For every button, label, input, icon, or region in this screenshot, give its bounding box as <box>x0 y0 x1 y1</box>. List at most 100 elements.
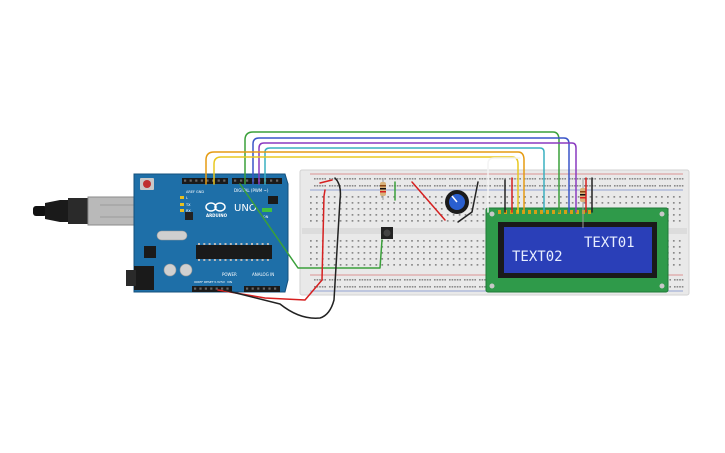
v33-label: 3.3V <box>214 280 222 284</box>
digital-header-1 <box>182 178 228 184</box>
breadboard-hole <box>409 185 411 187</box>
reset-button-cap[interactable] <box>143 180 151 188</box>
breadboard-hole <box>636 185 639 187</box>
breadboard-hole <box>363 214 366 216</box>
breadboard-hole <box>327 220 330 222</box>
breadboard-hole <box>324 286 326 288</box>
breadboard-hole <box>530 196 532 198</box>
breadboard-hole <box>594 185 596 187</box>
breadboard-hole <box>553 202 556 204</box>
breadboard-hole <box>344 178 346 180</box>
breadboard-hole <box>351 258 354 260</box>
breadboard-hole <box>345 196 348 198</box>
breadboard-hole <box>333 214 336 216</box>
breadboard-hole <box>609 185 611 187</box>
breadboard-hole <box>672 220 675 222</box>
breadboard-hole <box>614 185 616 187</box>
breadboard-hole <box>466 279 469 281</box>
breadboard-hole <box>344 286 346 288</box>
breadboard-hole <box>614 178 616 180</box>
breadboard-hole <box>471 178 474 180</box>
breadboard-hole <box>595 202 598 204</box>
breadboard-hole <box>369 196 372 198</box>
breadboard-hole <box>423 258 425 260</box>
breadboard-hole <box>643 196 645 198</box>
breadboard-hole <box>411 196 413 198</box>
breadboard-hole <box>310 208 312 210</box>
digital-pin <box>240 179 243 182</box>
breadboard-hole <box>469 286 471 288</box>
breadboard-hole <box>449 178 451 180</box>
push-button[interactable] <box>381 227 393 239</box>
breadboard-hole <box>440 220 443 222</box>
breadboard-hole <box>417 202 419 204</box>
breadboard-hole <box>434 196 437 198</box>
breadboard-hole <box>315 264 318 266</box>
breadboard-hole <box>346 279 349 281</box>
breadboard-hole <box>476 214 479 216</box>
breadboard-hole <box>631 185 634 187</box>
breadboard-hole <box>672 246 675 248</box>
wire-purple <box>258 142 577 213</box>
digital-pin <box>189 179 192 182</box>
breadboard-hole <box>393 196 395 198</box>
breadboard-hole <box>399 264 401 266</box>
push-button-cap[interactable] <box>383 229 391 237</box>
breadboard-hole <box>446 214 449 216</box>
breadboard-hole <box>571 196 574 198</box>
breadboard-hole <box>339 264 342 266</box>
ioref-label: IOREF <box>194 280 203 284</box>
breadboard-hole <box>396 185 399 187</box>
breadboard-hole <box>411 286 414 288</box>
breadboard-hole <box>476 196 479 198</box>
breadboard-hole <box>411 264 413 266</box>
potentiometer[interactable] <box>445 190 469 214</box>
digital-pin <box>195 179 198 182</box>
breadboard-hole <box>369 252 372 254</box>
breadboard-hole <box>426 178 429 180</box>
breadboard-hole <box>446 252 449 254</box>
breadboard-hole <box>411 220 413 222</box>
breadboard-hole <box>423 220 425 222</box>
breadboard-hole <box>375 214 378 216</box>
breadboard-hole <box>331 178 334 180</box>
breadboard-hole <box>548 202 550 204</box>
breadboard-hole <box>357 214 360 216</box>
breadboard-hole <box>315 220 318 222</box>
breadboard-hole <box>423 252 425 254</box>
breadboard-hole <box>616 185 619 187</box>
breadboard-hole <box>345 208 348 210</box>
breadboard-hole <box>526 185 529 187</box>
breadboard-hole <box>315 202 318 204</box>
breadboard-hole <box>674 178 676 180</box>
breadboard-hole <box>363 208 366 210</box>
breadboard-hole <box>363 264 366 266</box>
breadboard-hole <box>423 202 425 204</box>
lcd-line-1: TEXT01 <box>584 235 635 251</box>
breadboard-hole <box>319 286 321 288</box>
breadboard-hole <box>366 178 369 180</box>
atmega-chip <box>196 245 272 259</box>
chip-pin <box>240 259 243 261</box>
breadboard-hole <box>363 258 366 260</box>
breadboard-hole <box>501 185 504 187</box>
breadboard-hole <box>464 185 466 187</box>
breadboard-hole <box>678 220 681 222</box>
lcd-header-pin <box>564 210 567 214</box>
breadboard-hole <box>324 279 326 281</box>
breadboard-hole <box>381 220 384 222</box>
breadboard-hole <box>576 178 579 180</box>
analog-pin <box>274 287 277 290</box>
breadboard-hole <box>479 178 481 180</box>
breadboard-hole <box>426 185 429 187</box>
breadboard-hole <box>393 220 395 222</box>
lcd-header-pin <box>528 210 531 214</box>
breadboard-hole <box>345 202 348 204</box>
breadboard-hole <box>310 196 312 198</box>
power-pin <box>194 287 197 290</box>
breadboard-hole <box>396 279 399 281</box>
breadboard-hole <box>417 258 419 260</box>
breadboard-hole <box>655 196 657 198</box>
breadboard-hole <box>625 202 628 204</box>
